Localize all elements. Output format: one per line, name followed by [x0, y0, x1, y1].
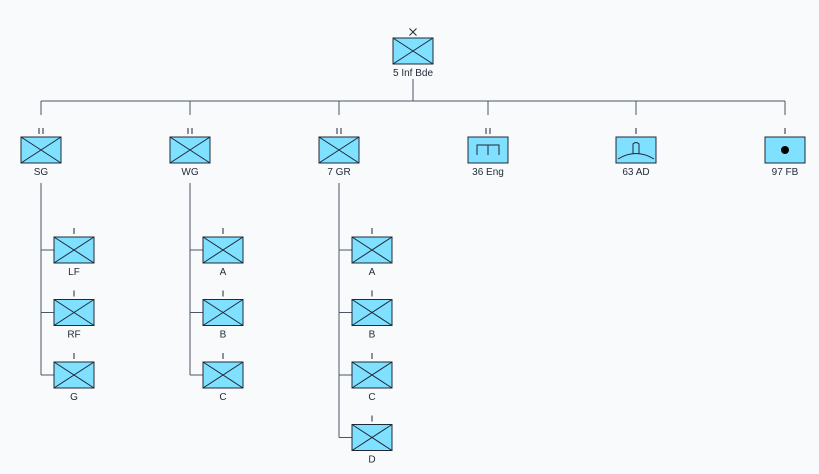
- unit-label: A: [220, 267, 227, 278]
- infantry-cross-icon: [53, 299, 95, 326]
- unit-7-gr-c: C: [351, 353, 393, 403]
- infantry-cross-icon: [318, 136, 360, 164]
- unit-label: C: [368, 392, 375, 403]
- unit-label: RF: [67, 330, 80, 341]
- battalion-echelon-icon: [336, 128, 342, 134]
- infantry-cross-icon: [351, 236, 393, 264]
- unit-wg-c: C: [202, 353, 244, 403]
- unit-7-gr-b: B: [351, 290, 393, 341]
- air-defence-missile-icon: [632, 142, 640, 154]
- unit-label: C: [219, 392, 226, 403]
- infantry-cross-icon: [53, 361, 95, 389]
- unit-sg-g: G: [53, 353, 95, 403]
- unit-sg-lf: LF: [53, 228, 95, 278]
- unit-label: WG: [181, 167, 198, 178]
- unit-sg-rf: RF: [53, 290, 95, 341]
- unit-label: LF: [68, 267, 80, 278]
- unit-frame: [764, 136, 806, 164]
- unit-7-gr-d: D: [351, 415, 393, 466]
- unit-label: G: [70, 392, 78, 403]
- unit-wg-a: A: [202, 228, 244, 278]
- unit-wg-b: B: [202, 290, 244, 341]
- unit-label: 36 Eng: [472, 167, 504, 178]
- unit-label: 7 GR: [327, 167, 350, 178]
- infantry-cross-icon: [202, 361, 244, 389]
- infantry-cross-icon: [169, 136, 211, 164]
- infantry-cross-icon: [351, 424, 393, 451]
- unit-label: 5 Inf Bde: [393, 68, 433, 79]
- unit-label: D: [368, 455, 375, 466]
- unit-wg: WG: [169, 128, 211, 178]
- battalion-echelon-icon: [485, 128, 491, 134]
- unit-sg: SG: [20, 128, 62, 178]
- infantry-cross-icon: [351, 299, 393, 326]
- unit-7-gr-a: A: [351, 228, 393, 278]
- brigade-echelon-icon: [409, 28, 417, 36]
- unit-hq-5-inf-bde: 5 Inf Bde: [392, 28, 434, 79]
- battalion-echelon-icon: [187, 128, 193, 134]
- unit-label: 97 FB: [772, 167, 799, 178]
- connector-lines: [40, 79, 786, 438]
- unit-label: A: [369, 267, 376, 278]
- engineer-icon: [476, 144, 500, 155]
- unit-frame: [615, 136, 657, 164]
- unit-label: B: [220, 330, 227, 341]
- infantry-cross-icon: [392, 37, 434, 65]
- air-defence-dome-icon: [617, 153, 655, 160]
- infantry-cross-icon: [20, 136, 62, 164]
- unit-7-gr: 7 GR: [318, 128, 360, 178]
- artillery-dot-icon: [781, 146, 789, 154]
- unit-36-eng: 36 Eng: [467, 128, 509, 178]
- unit-label: 63 AD: [622, 167, 649, 178]
- infantry-cross-icon: [202, 236, 244, 264]
- battalion-echelon-icon: [38, 128, 44, 134]
- unit-label: SG: [34, 167, 49, 178]
- infantry-cross-icon: [351, 361, 393, 389]
- unit-63-ad: 63 AD: [615, 128, 657, 178]
- infantry-cross-icon: [53, 236, 95, 264]
- infantry-cross-icon: [202, 299, 244, 326]
- unit-label: B: [369, 330, 376, 341]
- unit-97-fb: 97 FB: [764, 128, 806, 178]
